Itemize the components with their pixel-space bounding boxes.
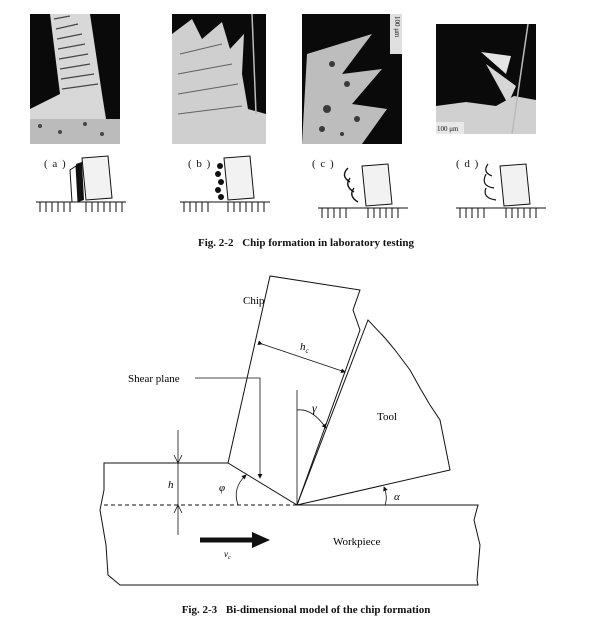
- chip-label: Chip: [243, 295, 265, 307]
- shear-plane-leader: [195, 377, 263, 479]
- fig-2-3-number: Fig. 2-3: [181, 604, 218, 616]
- alpha-arc: [383, 486, 388, 506]
- sketch-c: [318, 163, 408, 218]
- velocity-label: vc: [224, 549, 231, 561]
- phi-label: φ: [219, 482, 225, 494]
- fig-2-3-caption: Fig. 2-3 Bi-dimensional model of the chi…: [0, 604, 612, 616]
- hc-label: hc: [300, 341, 310, 355]
- tool-label: Tool: [377, 411, 397, 423]
- h-label: h: [168, 479, 174, 491]
- scale-label-c: 100 μm: [393, 16, 401, 38]
- alpha-label: α: [394, 491, 400, 503]
- photo-b: [172, 14, 266, 144]
- fig-2-2-text: Chip formation in laboratory testing: [242, 237, 414, 249]
- panel-label-b: ( b ): [188, 158, 212, 170]
- photo-a: [30, 14, 120, 144]
- panel-label-c: ( c ): [312, 158, 335, 170]
- sketch-b: [180, 155, 270, 212]
- photo-a-image: [30, 14, 120, 144]
- chip-model-diagram: Chip hc Shear plane γ Tool h φ α Workpie…: [99, 275, 481, 586]
- sketch-a: [36, 155, 126, 212]
- gamma-arc: [296, 409, 327, 429]
- photo-d-image: [436, 24, 536, 134]
- fig-2-2-caption: Fig. 2-2 Chip formation in laboratory te…: [0, 237, 612, 249]
- fig-2-2-number: Fig. 2-2: [198, 237, 234, 249]
- hc-dimension: [257, 340, 346, 373]
- panel-label-d: ( d ): [456, 158, 480, 170]
- velocity-arrow-head: [252, 532, 270, 548]
- photo-b-image: [172, 14, 266, 144]
- shear-plane-label: Shear plane: [128, 373, 180, 385]
- sketch-d: [456, 163, 546, 218]
- gamma-label: γ: [312, 401, 317, 415]
- tool-outline: [296, 319, 451, 506]
- workpiece-outline: [99, 462, 481, 586]
- phi-arc: [235, 474, 247, 506]
- fig-2-3-text: Bi-dimensional model of the chip formati…: [225, 604, 431, 616]
- photo-c: 100 μm: [302, 14, 402, 144]
- photo-d: 100 μm: [436, 24, 536, 134]
- photo-c-image: [302, 14, 402, 144]
- scale-label-d: 100 μm: [437, 125, 459, 133]
- workpiece-label: Workpiece: [333, 536, 380, 548]
- chip-outline: [227, 275, 361, 506]
- panel-label-a: ( a ): [44, 158, 67, 170]
